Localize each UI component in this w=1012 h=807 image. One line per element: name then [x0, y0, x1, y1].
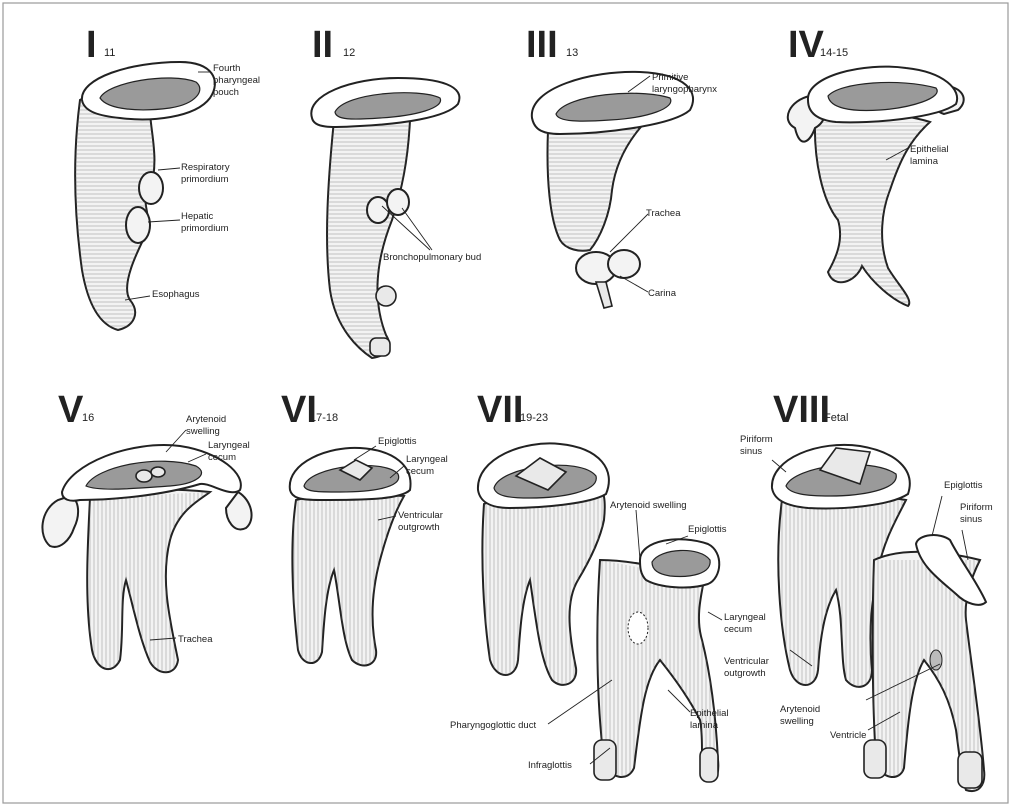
label-arytenoid-swelling-vii: Arytenoid swelling: [610, 500, 687, 511]
svg-text:13: 13: [566, 47, 578, 59]
svg-text:11: 11: [104, 47, 115, 59]
svg-text:VIII: VIII: [773, 389, 830, 431]
svg-text:I: I: [86, 24, 97, 66]
label-pharyngoglottic-duct: Pharyngoglottic duct: [450, 720, 536, 731]
svg-text:IV: IV: [788, 24, 825, 66]
label-epiglottis-viii: Epiglottis: [944, 480, 983, 491]
svg-text:VII: VII: [477, 389, 523, 431]
svg-text:VI: VI: [281, 389, 317, 431]
label-epiglottis-vii: Epiglottis: [688, 524, 727, 535]
label-ventricle: Ventricle: [830, 730, 866, 741]
svg-text:Fetal: Fetal: [824, 412, 848, 424]
label-ventricular-outgrowth-viii: Ventricular outgrowth: [724, 656, 772, 679]
label-infraglottis: Infraglottis: [528, 760, 572, 771]
label-epiglottis-vi: Epiglottis: [378, 436, 417, 447]
label-trachea-v: Trachea: [178, 634, 213, 645]
label-respiratory-primordium: Respiratory primordium: [181, 162, 232, 185]
svg-text:II: II: [312, 24, 333, 66]
label-bronchopulmonary-bud: Bronchopulmonary bud: [383, 252, 481, 263]
svg-text:14-15: 14-15: [820, 47, 848, 59]
svg-text:17-18: 17-18: [310, 412, 338, 424]
svg-text:V: V: [58, 389, 84, 431]
svg-text:19-23: 19-23: [520, 412, 548, 424]
svg-text:12: 12: [343, 47, 355, 59]
label-trachea-iii: Trachea: [646, 208, 681, 219]
label-carina: Carina: [648, 288, 677, 299]
label-ventricular-outgrowth-vi: Ventricular outgrowth: [398, 510, 446, 533]
svg-text:III: III: [526, 24, 558, 66]
label-esophagus: Esophagus: [152, 289, 200, 300]
svg-text:16: 16: [82, 412, 94, 424]
